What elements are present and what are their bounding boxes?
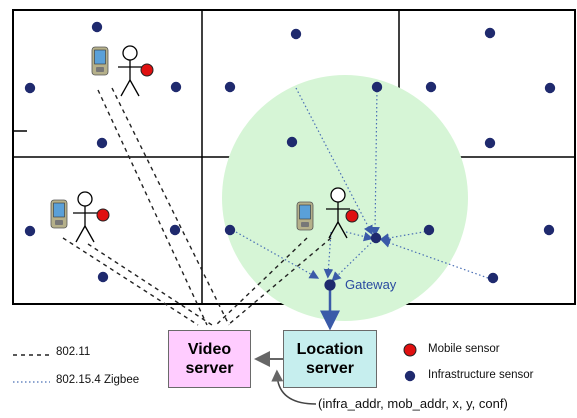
legend-infrastructure-sensor-label: Infrastructure sensor <box>428 369 534 381</box>
zigbee-link <box>345 231 374 242</box>
infrastructure-sensor <box>371 81 383 93</box>
zigbee-link <box>370 86 380 237</box>
infrastructure-sensors <box>24 21 556 291</box>
infrastructure-sensor <box>96 137 108 149</box>
infrastructure-sensor <box>24 225 36 237</box>
wifi-link <box>215 237 308 326</box>
mobile-user <box>296 187 359 239</box>
pda-icon <box>296 201 314 231</box>
tuple-pointer <box>271 369 317 405</box>
infrastructure-sensor <box>170 81 182 93</box>
zigbee-link <box>331 239 375 282</box>
infrastructure-sensor <box>24 82 36 94</box>
person-icon <box>117 45 143 97</box>
gateway-label: Gateway <box>345 277 397 292</box>
mobile-user <box>50 191 110 243</box>
infrastructure-sensor <box>286 136 298 148</box>
mobile-sensor-icon <box>345 209 359 223</box>
pda-icon <box>50 199 68 229</box>
zigbee-link <box>295 87 373 236</box>
wifi-link <box>227 237 332 326</box>
infrastructure-sensor <box>484 27 496 39</box>
legend-mobile-sensor-icon <box>403 343 417 357</box>
mobile-sensor-icon <box>96 208 110 222</box>
infrastructure-sensor <box>487 272 499 284</box>
infrastructure-sensor <box>543 224 555 236</box>
zigbee-links <box>235 86 489 282</box>
gateway-node <box>324 279 336 291</box>
legend-zigbee-label: 802.15.4 Zigbee <box>56 374 140 386</box>
infrastructure-sensor <box>224 224 236 236</box>
infrastructure-sensor <box>484 137 496 149</box>
infrastructure-sensor <box>425 81 437 93</box>
mobile-user <box>91 45 154 97</box>
person-icon <box>72 191 98 243</box>
infrastructure-sensor <box>224 81 236 93</box>
wifi-link <box>111 87 230 326</box>
legend-wifi-label: 802.11 <box>56 346 91 358</box>
infrastructure-sensor <box>97 271 109 283</box>
infrastructure-sensor <box>290 28 302 40</box>
legend-mobile-sensor-label: Mobile sensor <box>428 343 500 355</box>
tuple-label: (infra_addr, mob_addr, x, y, conf) <box>318 396 508 411</box>
wifi-links <box>62 87 332 326</box>
infrastructure-sensor <box>370 232 382 244</box>
zigbee-link <box>235 231 320 279</box>
infrastructure-sensor <box>423 224 435 236</box>
wifi-link <box>62 237 199 326</box>
pda-icon <box>91 46 109 76</box>
video-server-box: Video server <box>168 330 251 388</box>
legend-infrastructure-sensor-icon <box>404 370 416 382</box>
wifi-link <box>87 243 213 326</box>
location-server-label: Location server <box>296 341 364 377</box>
location-server-box: Location server <box>283 330 377 388</box>
video-server-label: Video server <box>185 341 234 377</box>
mobile-sensor-icon <box>140 63 154 77</box>
infrastructure-sensor <box>169 224 181 236</box>
infrastructure-sensor <box>91 21 103 33</box>
wifi-link <box>97 89 208 326</box>
infrastructure-sensor <box>544 82 556 94</box>
